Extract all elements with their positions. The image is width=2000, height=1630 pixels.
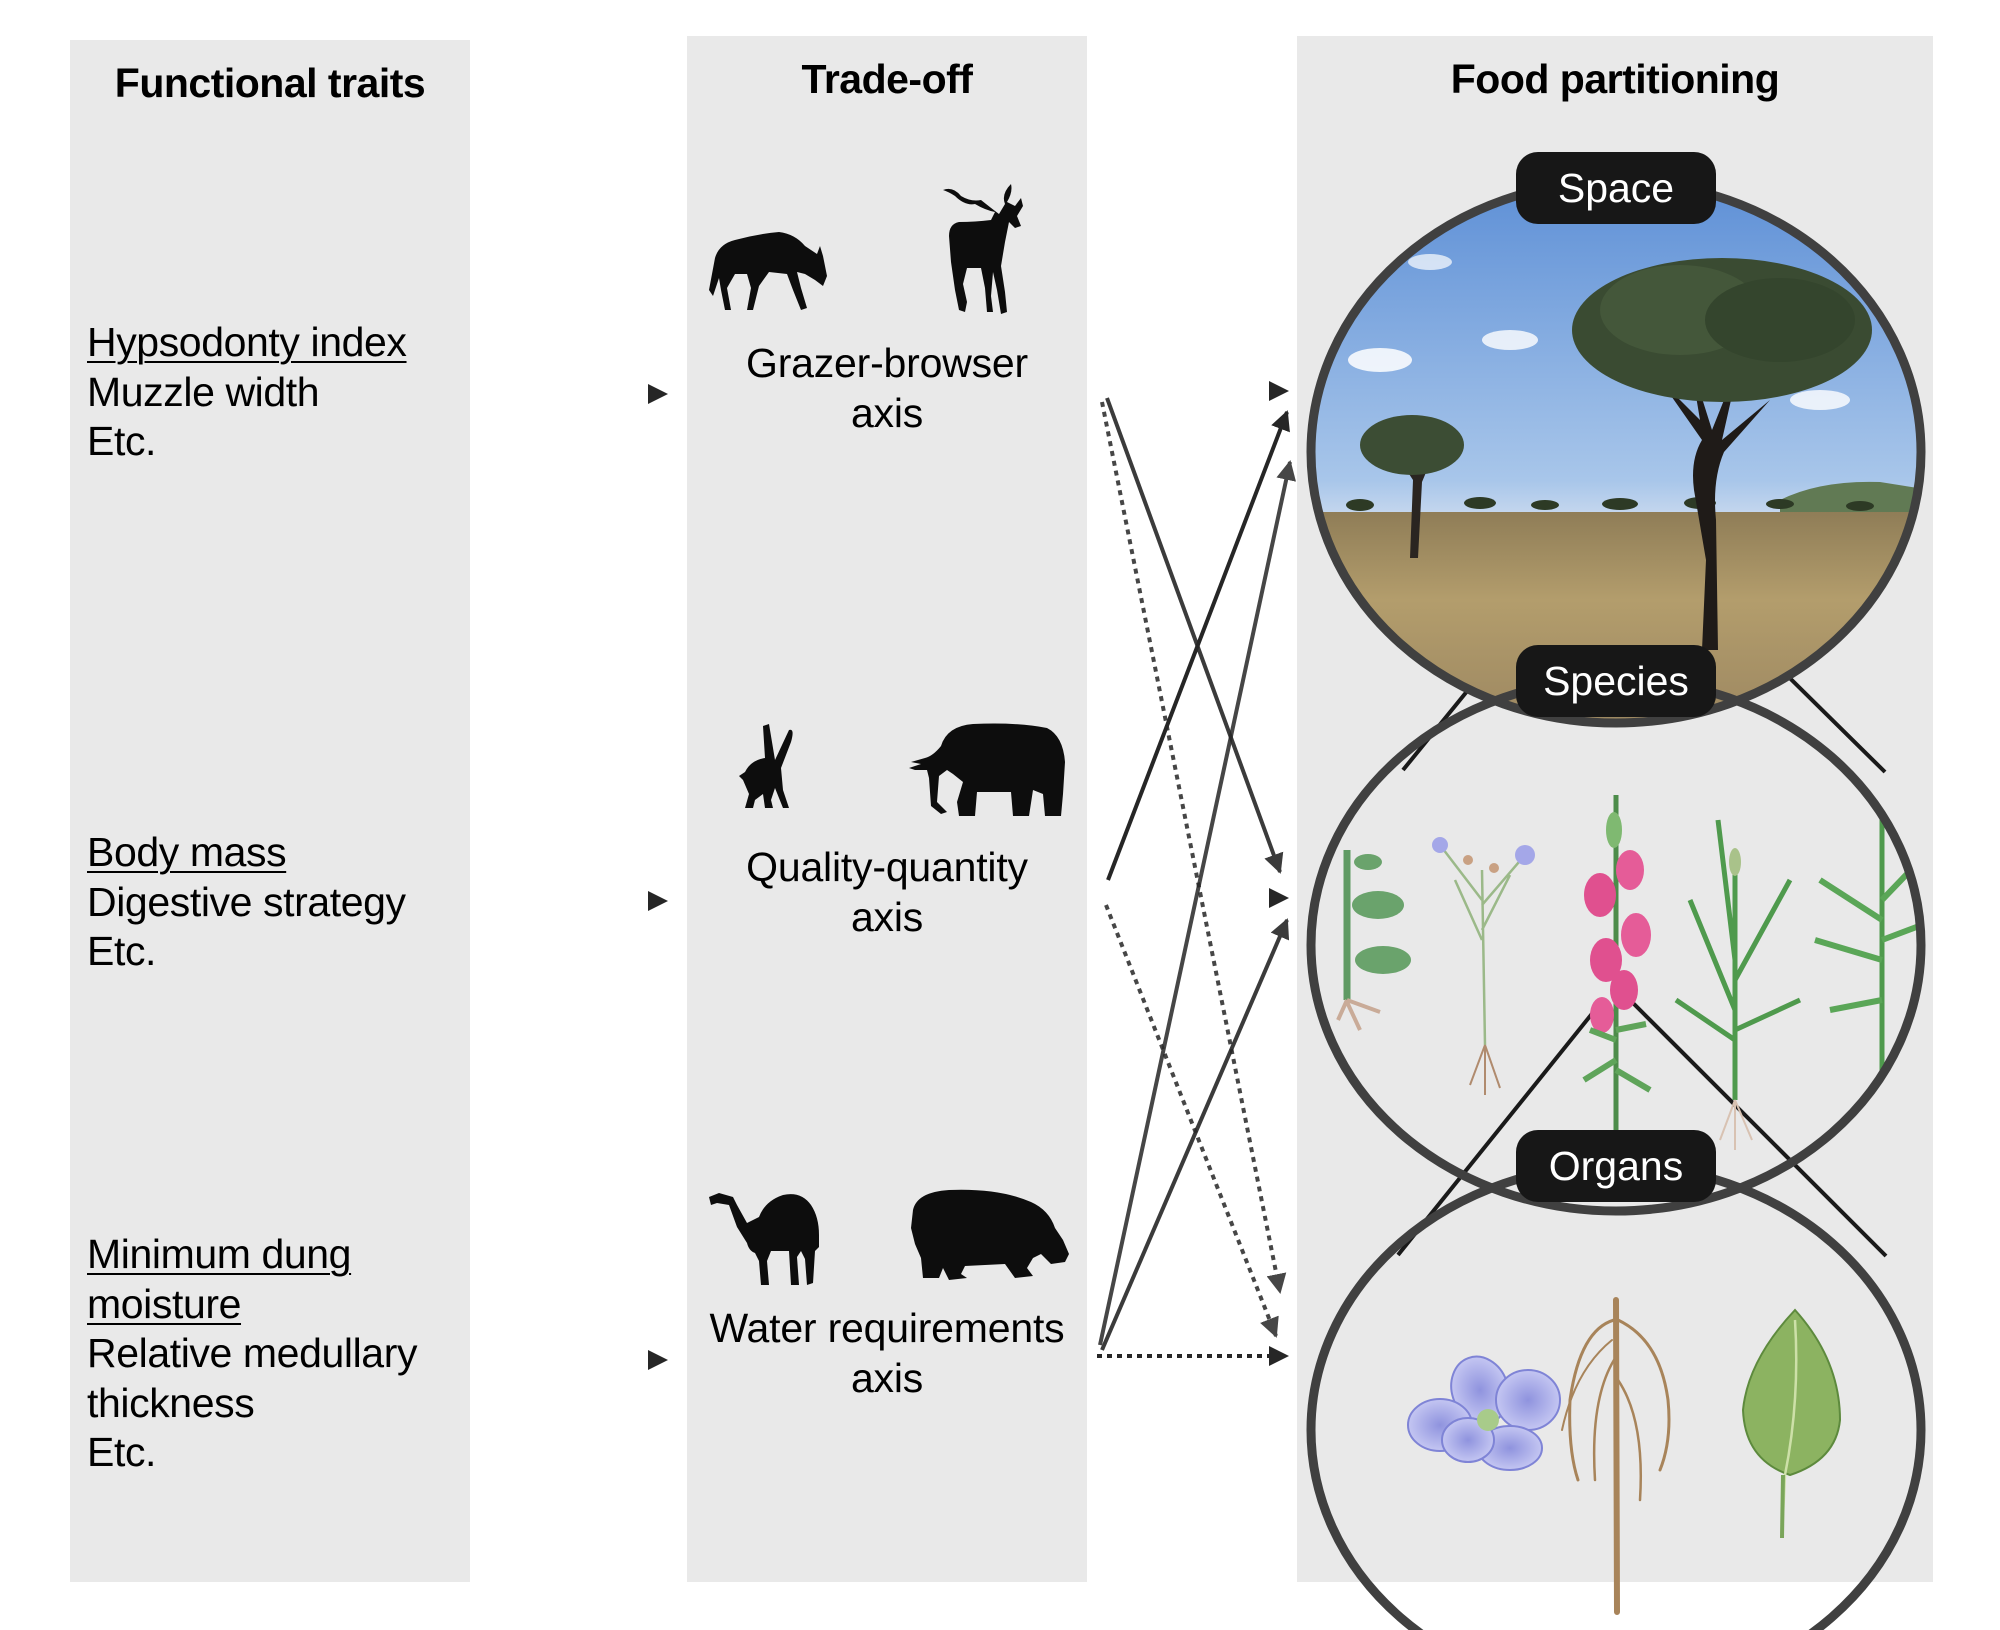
panel-title-trade-off: Trade-off <box>801 56 973 102</box>
camel-silhouette-icon <box>709 1193 819 1285</box>
elephant-silhouette-icon <box>909 723 1065 816</box>
grass-plant <box>1674 819 1802 1150</box>
functional-traits-panel: Functional traits Hypsodonty index Muzzl… <box>70 40 470 1582</box>
axis-line2: axis <box>850 1355 924 1401</box>
space-ellipse <box>1306 176 1926 728</box>
trait-arrows <box>477 384 668 1370</box>
trait-etc: Etc. <box>87 1429 157 1475</box>
flax-plant <box>1432 837 1535 1095</box>
trait-group-quality: Body mass Digestive strategy Etc. <box>87 828 406 977</box>
arrow-quality-to-organs <box>1104 904 1279 1338</box>
hippo-silhouette-icon <box>911 1189 1069 1280</box>
axis-label-water-requirements: Water requirements axis <box>687 1303 1087 1403</box>
arrow-water-to-space <box>1098 460 1296 1346</box>
level-label-organs: Organs <box>1516 1130 1716 1202</box>
axis-line2: axis <box>850 390 924 436</box>
axis-label-quality-quantity: Quality-quantity axis <box>687 842 1087 942</box>
trait-etc: Etc. <box>87 928 157 974</box>
level-label-space: Space <box>1516 152 1716 224</box>
axis-line1: Quality-quantity <box>746 844 1028 890</box>
trait-body-mass: Body mass <box>87 829 287 875</box>
arrow-quality-to-space <box>1106 410 1290 881</box>
trait-moisture: moisture <box>87 1280 242 1327</box>
trait-relative-medullary: Relative medullary <box>87 1330 418 1376</box>
trait-group-water: Minimum dung moisture Relative medullary… <box>87 1230 417 1478</box>
plant-illustrations <box>1336 764 1921 1150</box>
trade-off-panel: Trade-off Grazer-browser axis Quality-qu… <box>687 36 1087 1582</box>
hare-silhouette-icon <box>739 724 793 808</box>
connector-line <box>1628 998 1888 1258</box>
trait-digestive-strategy: Digestive strategy <box>87 878 406 925</box>
arrow-grazer-to-species <box>1105 397 1284 874</box>
trait-group-grazer: Hypsodonty index Muzzle width Etc. <box>87 318 407 467</box>
axis-label-grazer-browser: Grazer-browser axis <box>687 338 1087 438</box>
flower-illustration <box>1407 1355 1561 1471</box>
connector-line <box>1396 998 1605 1257</box>
wildebeest-silhouette-icon <box>709 232 827 310</box>
trait-thickness: thickness <box>87 1379 255 1426</box>
kudu-silhouette-icon <box>943 184 1023 314</box>
axis-line1: Water requirements <box>709 1305 1065 1351</box>
axis-line2: axis <box>850 894 924 940</box>
leaf-illustration <box>1741 1308 1842 1539</box>
trait-muzzle-width: Muzzle width <box>87 368 320 415</box>
trait-etc: Etc. <box>87 418 157 464</box>
savanna-photo <box>1311 182 1921 722</box>
herb-plant <box>1336 850 1411 1031</box>
level-label-species: Species <box>1516 645 1716 717</box>
snapdragon-plant <box>1582 795 1652 1140</box>
trait-minimum-dung: Minimum dung <box>87 1231 352 1277</box>
axis-line1: Grazer-browser <box>746 340 1028 386</box>
trait-hypsodonty-index: Hypsodonty index <box>87 319 407 365</box>
link-arrows <box>1097 381 1296 1366</box>
species-ellipse <box>1306 674 1926 1216</box>
arrow-grazer-to-organs <box>1100 401 1287 1294</box>
panel-title-functional-traits: Functional traits <box>114 60 426 106</box>
panel-title-food-partitioning: Food partitioning <box>1450 56 1780 102</box>
organs-ellipse <box>1306 1160 1926 1630</box>
arrow-water-to-species <box>1100 918 1290 1351</box>
root-illustration <box>1561 1297 1671 1615</box>
